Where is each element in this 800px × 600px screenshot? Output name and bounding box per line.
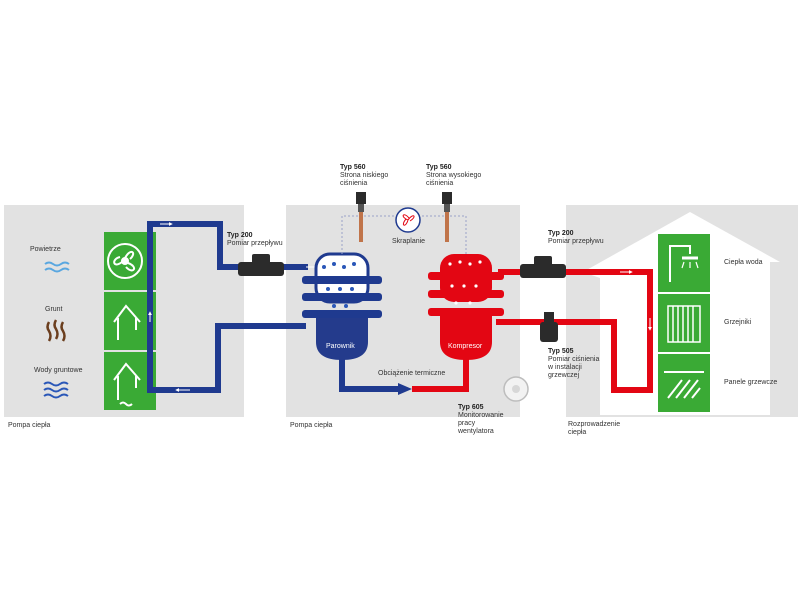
flow-right-label: Typ 200 Pomiar przepływu <box>548 230 604 246</box>
heating-pressure-line1: Pomiar ciśnienia <box>548 356 600 363</box>
floor-heating-icon <box>664 371 704 399</box>
low-pressure-type: Typ 560 <box>340 164 366 171</box>
evaporator-label: Parownik <box>326 343 355 350</box>
heating-pressure-type: Typ 505 <box>548 348 574 355</box>
radiator-icon <box>667 305 701 343</box>
high-pressure-line2: ciśnienia <box>426 180 454 187</box>
flow-left-label: Typ 200 Pomiar przepływu <box>227 232 283 248</box>
section-right-label: Rozprowadzenie ciepła <box>568 421 620 437</box>
thermal-load-label: Obciążenie termiczne <box>378 370 446 377</box>
thermal-load-arrowhead <box>398 383 412 395</box>
fan-monitor-type: Typ 605 <box>458 404 484 411</box>
groundwater-waves-icon <box>43 381 69 399</box>
ground-house-icon <box>113 304 141 340</box>
fan-icon <box>107 243 143 279</box>
condensation-label: Skraplanie <box>392 238 426 245</box>
refrigerant-line <box>341 215 467 254</box>
hot-water-label: Ciepła woda <box>724 259 763 266</box>
soil-icon <box>46 319 66 342</box>
low-pressure-line2: ciśnienia <box>340 180 368 187</box>
compressor <box>428 254 504 360</box>
heating-pressure-line3: grzewczej <box>548 372 580 379</box>
section-right-line2: ciepła <box>568 429 587 436</box>
air-label: Powietrze <box>30 246 61 253</box>
shower-icon <box>669 245 699 282</box>
section-middle-label: Pompa ciepła <box>290 422 333 429</box>
fan-monitor-line2: pracy <box>458 420 476 427</box>
low-pressure-label: Typ 560 Strona niskiego ciśnienia <box>340 164 388 188</box>
fan-monitor-label: Typ 605 Monitorowanie pracy wentylatora <box>458 404 504 436</box>
ground-label: Grunt <box>45 306 63 313</box>
radiators-tile <box>658 294 710 352</box>
low-pressure-sensor <box>356 192 366 242</box>
low-pressure-line1: Strona niskiego <box>340 172 389 179</box>
blue-pipes <box>147 221 398 393</box>
floor-panels-tile <box>658 354 710 412</box>
section-right-line1: Rozprowadzenie <box>568 421 621 428</box>
heating-pressure-label: Typ 505 Pomiar ciśnienia w instalacji gr… <box>548 348 599 380</box>
high-pressure-line1: Strona wysokiego <box>426 172 482 179</box>
flow-left-type: Typ 200 <box>227 232 253 239</box>
section-left-label: Pompa ciepła <box>8 422 51 429</box>
red-flow-arrows <box>620 270 652 331</box>
condensation-fan-icon <box>395 207 421 233</box>
flow-right-type: Typ 200 <box>548 230 574 237</box>
flow-sensor-left <box>238 254 284 276</box>
heating-pressure-line2: w instalacji <box>548 364 582 371</box>
flow-right-desc: Pomiar przepływu <box>548 238 604 245</box>
flow-sensor-right <box>520 256 566 278</box>
radiators-label: Grzejniki <box>724 319 752 326</box>
fan-monitor-sensor <box>503 376 529 402</box>
evaporator <box>302 252 382 360</box>
groundwater-label: Wody gruntowe <box>34 367 83 374</box>
high-pressure-sensor <box>442 192 452 242</box>
compressor-label: Kompresor <box>448 343 483 350</box>
high-pressure-type: Typ 560 <box>426 164 452 171</box>
high-pressure-label: Typ 560 Strona wysokiego ciśnienia <box>426 164 481 188</box>
heating-pressure-sensor <box>540 312 558 342</box>
fan-monitor-line1: Monitorowanie <box>458 412 504 419</box>
floor-panels-label: Panele grzewcze <box>724 379 778 386</box>
flow-left-desc: Pomiar przepływu <box>227 240 283 247</box>
fan-monitor-line3: wentylatora <box>458 428 494 435</box>
air-waves-icon <box>44 261 70 273</box>
groundwater-house-icon <box>113 362 141 407</box>
